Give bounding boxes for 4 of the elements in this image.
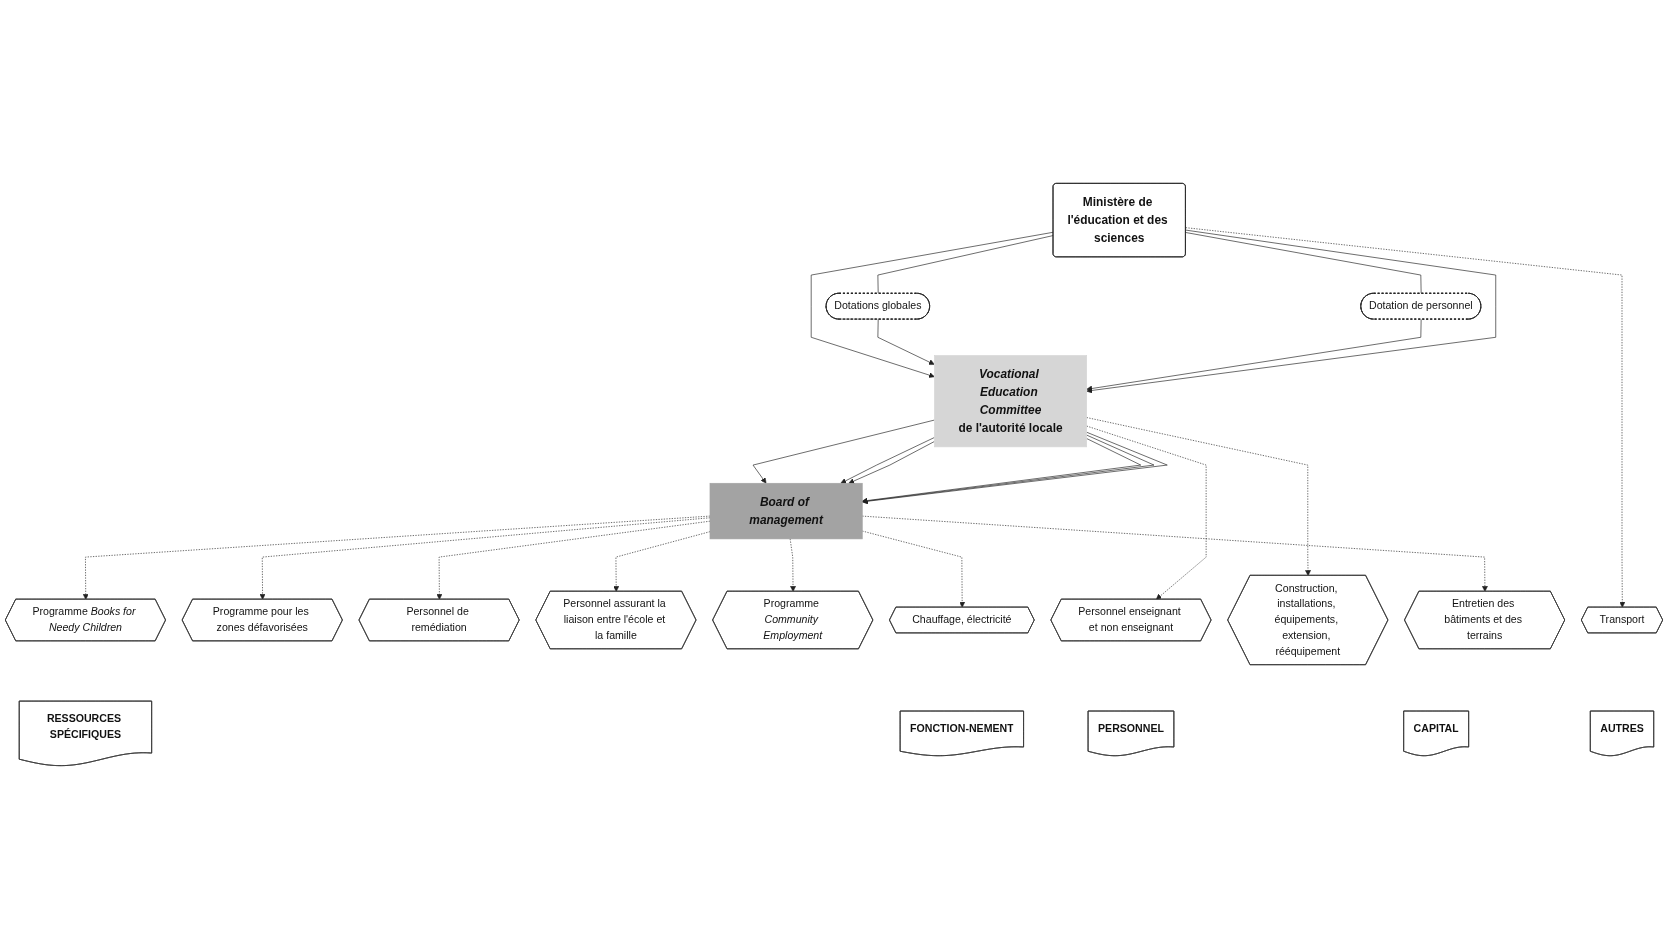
connector [877,235,1054,294]
node-box: Board of management [709,482,863,540]
connector [1185,232,1422,294]
node-box: Vocational Education Committee de l'autorité locale [934,355,1087,448]
